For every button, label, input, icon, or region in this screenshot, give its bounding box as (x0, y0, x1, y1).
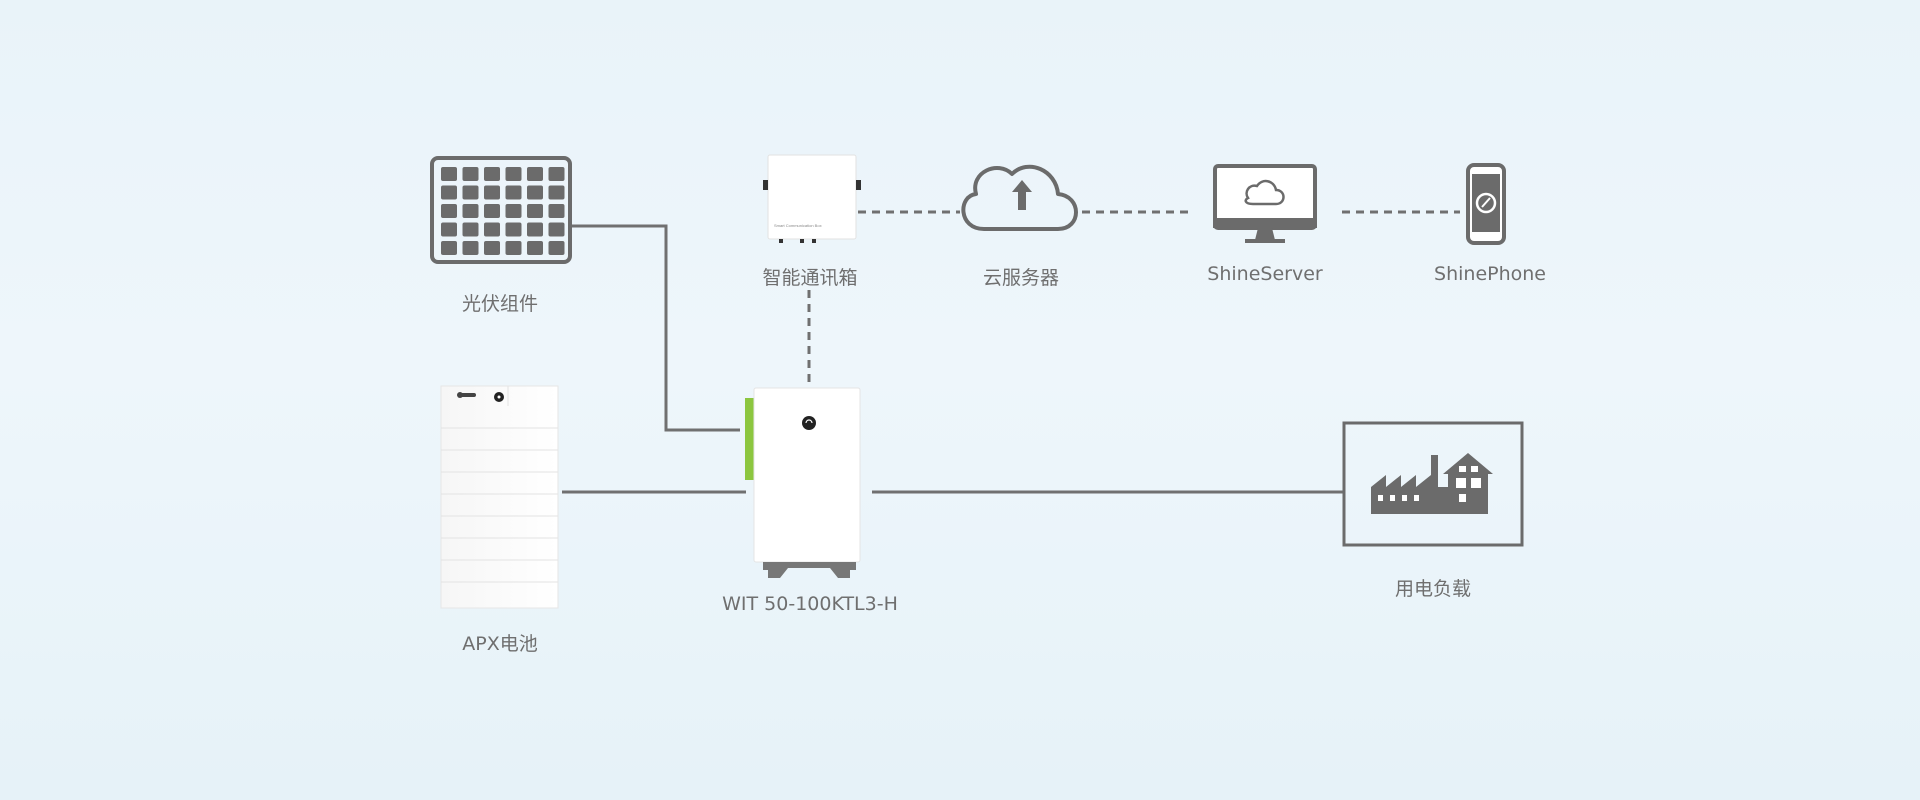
solar-cell (548, 204, 565, 218)
solar-cell (484, 185, 500, 200)
solar-cell (462, 222, 479, 237)
inverter-label: WIT 50-100KTL3-H (722, 593, 898, 615)
solar-panel-icon (430, 156, 572, 264)
pv-to-inverter-line (570, 224, 740, 432)
solar-cell (462, 167, 479, 181)
solar-cell (527, 185, 543, 200)
cloud-label: 云服务器 (982, 267, 1059, 289)
solar-cell (441, 185, 457, 200)
solar-cell (462, 185, 479, 200)
solar-cell (505, 204, 522, 218)
pv-label: 光伏组件 (461, 293, 538, 315)
solar-cell (548, 167, 565, 181)
factory-load-icon (1342, 421, 1524, 547)
battery-label: APX电池 (462, 633, 538, 655)
cloud-upload-icon (961, 164, 1078, 231)
solar-cell (484, 204, 500, 218)
communication-box-icon: Smart Communication Box (763, 154, 861, 243)
solar-cell (527, 241, 543, 255)
server-label: ShineServer (1207, 263, 1323, 285)
communication-box-caption: Smart Communication Box (774, 223, 822, 228)
solar-cell (441, 167, 457, 181)
solar-cell (505, 185, 522, 200)
solar-cell (527, 222, 543, 237)
solar-cell (484, 241, 500, 255)
solar-cell (484, 222, 500, 237)
solar-cell (462, 204, 479, 218)
solar-cell (505, 241, 522, 255)
smartphone-icon (1466, 163, 1506, 245)
solar-cell (484, 167, 500, 181)
solar-cell (548, 185, 565, 200)
solar-cell (462, 241, 479, 255)
inverter-cabinet-icon (745, 387, 861, 578)
solar-cell (505, 222, 522, 237)
comm-box-label: 智能通讯箱 (762, 267, 858, 289)
connections (562, 210, 1460, 494)
solar-cell (548, 241, 565, 255)
solar-cell (441, 204, 457, 218)
solar-cell (441, 241, 457, 255)
solar-cell (548, 222, 565, 237)
solar-cell (505, 167, 522, 181)
monitor-cloud-icon (1213, 164, 1317, 243)
phone-label: ShinePhone (1434, 263, 1546, 285)
solar-cell (527, 204, 543, 218)
load-label: 用电负载 (1394, 578, 1471, 600)
solar-cell (441, 222, 457, 237)
solar-cell (527, 167, 543, 181)
battery-cabinet-icon (440, 385, 559, 609)
